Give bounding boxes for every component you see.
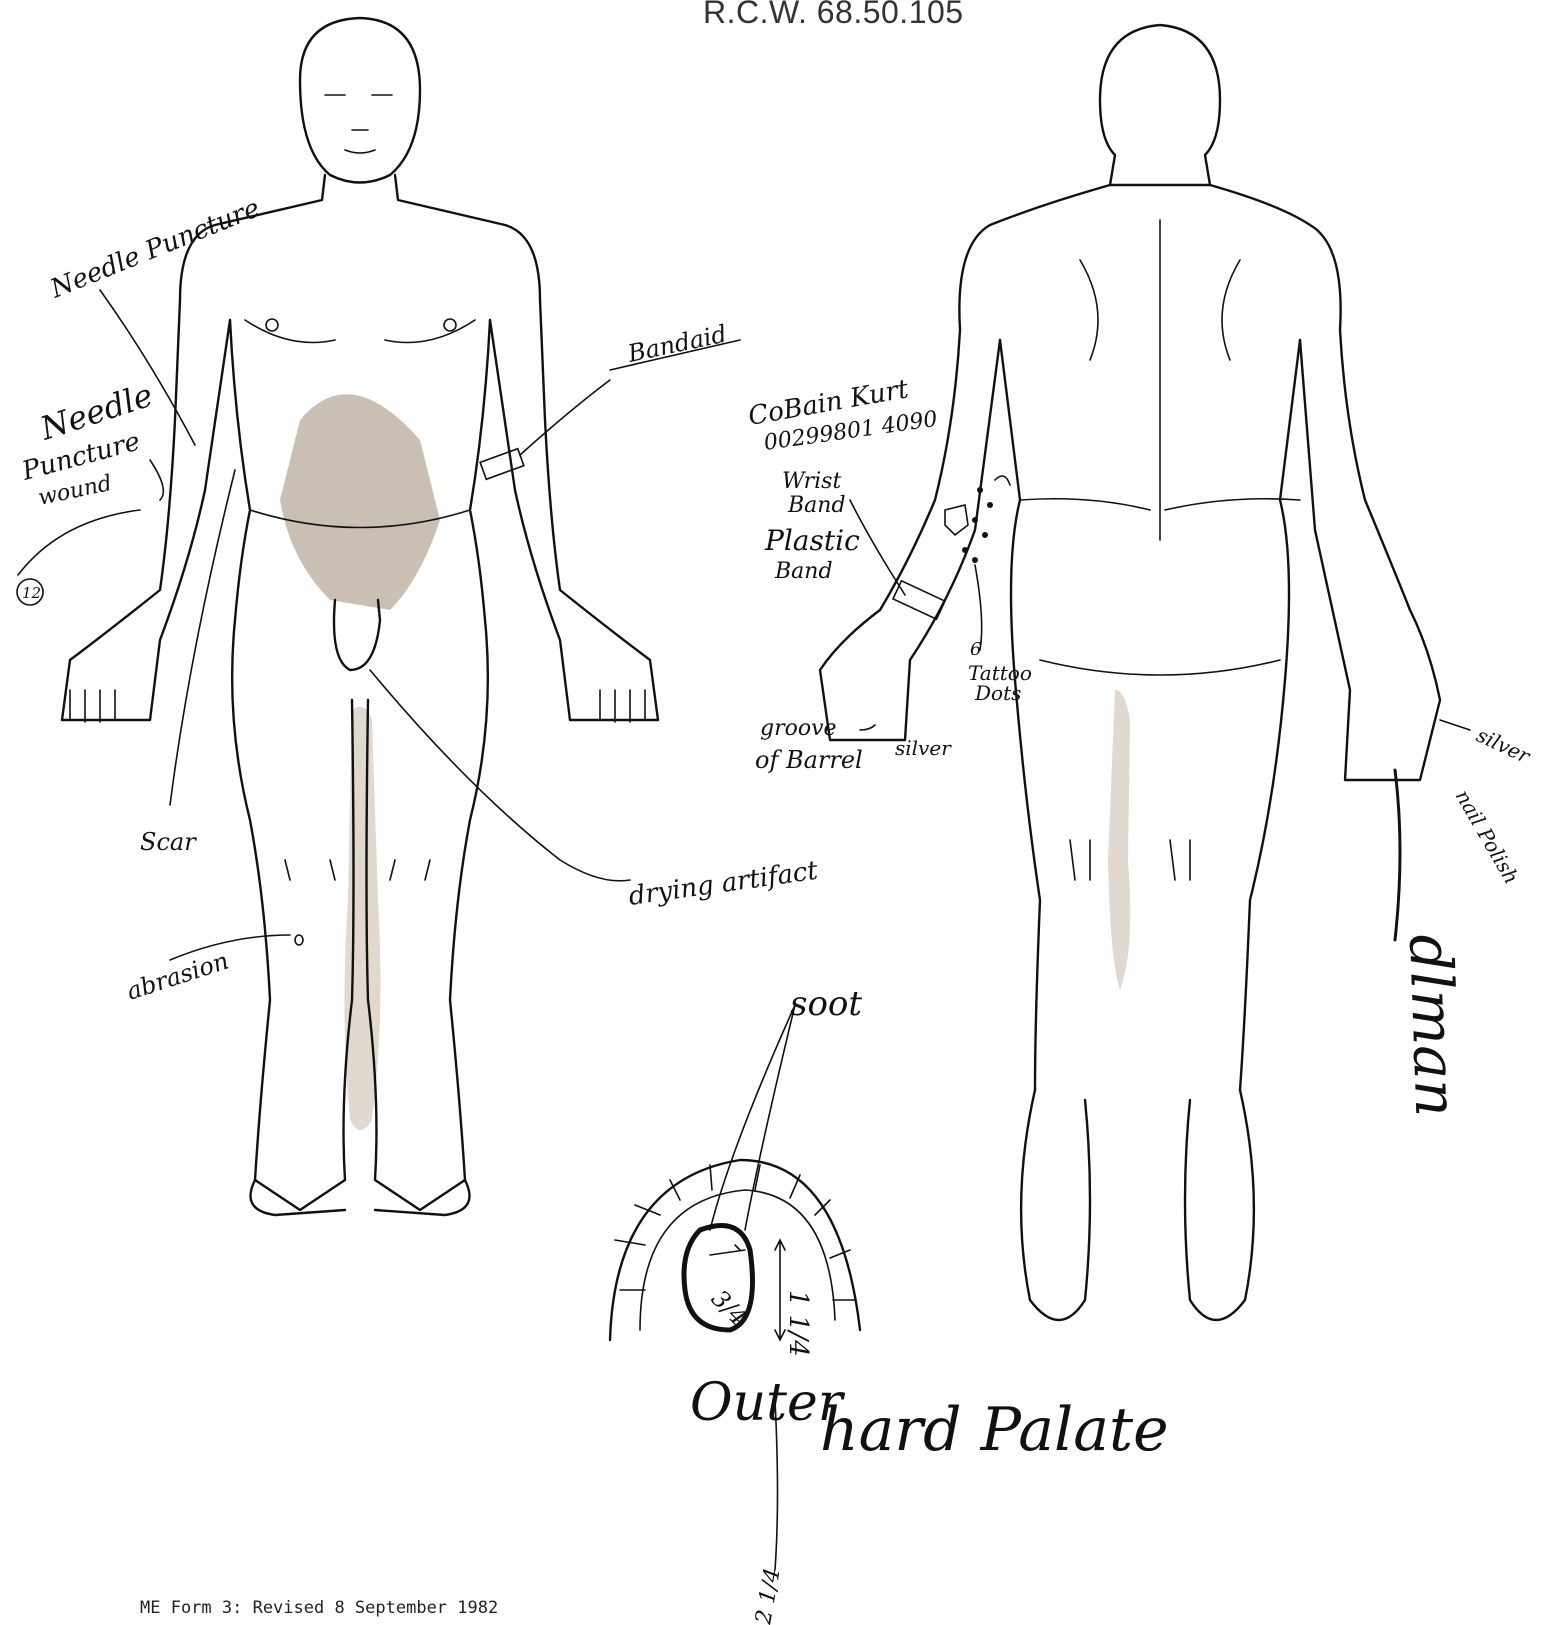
signature: dlman — [1396, 933, 1470, 1118]
scar-label: Scar — [140, 828, 197, 856]
groove-label-1: groove — [760, 716, 837, 741]
drying-artifact-label: drying artifact — [627, 856, 820, 912]
back-leader-lines — [850, 500, 1470, 940]
plastic-band-label-1: Plastic — [764, 524, 860, 557]
silver-hand-label: silver — [895, 736, 952, 760]
abrasion-label: abrasion — [123, 947, 232, 1006]
circle-mark-label: 12 — [22, 584, 41, 602]
hard-palate-label: hard Palate — [820, 1395, 1169, 1465]
needle-puncture-top-label: Needle Puncture — [45, 193, 264, 305]
front-body-figure — [62, 18, 658, 1215]
bottom-fraction-label: 2 1/4 — [751, 1566, 786, 1625]
groove-label-2: of Barrel — [755, 746, 863, 774]
soot-label: soot — [790, 984, 862, 1024]
silver-right-label: silver — [1473, 723, 1535, 769]
tattoo-label-2: Dots — [974, 681, 1021, 705]
plastic-band-label-2: Band — [774, 559, 833, 584]
bandaid-label: Bandaid — [624, 320, 729, 368]
back-body-figure — [820, 25, 1440, 1320]
wrist-band-label-2: Band — [787, 493, 846, 518]
tattoo-count-label: 6 — [970, 639, 981, 660]
wrist-band-label-1: Wrist — [782, 469, 841, 494]
form-footer: ME Form 3: Revised 8 September 1982 — [140, 1598, 498, 1618]
nail-polish-label: nail Polish — [1451, 786, 1524, 889]
fraction-b-label: 1 1/4 — [783, 1290, 813, 1357]
palate-sketch — [610, 1005, 860, 1570]
fraction-a-label: 3/4 — [706, 1284, 753, 1331]
